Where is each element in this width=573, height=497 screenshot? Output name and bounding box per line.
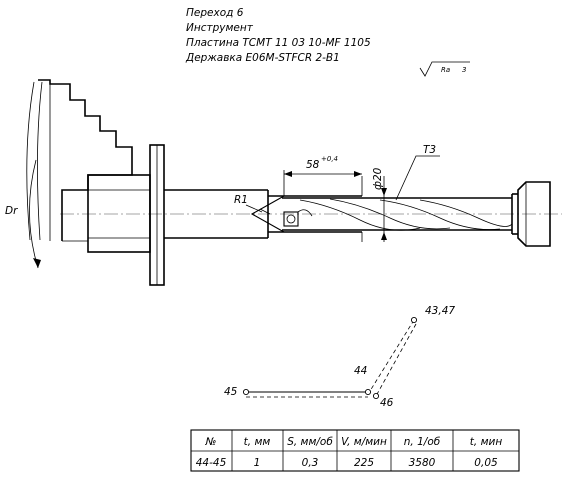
insert [283,211,299,227]
boring-bar [282,193,518,235]
table-header-cell: V, м/мин [341,436,387,448]
table-header-cell: t, мин [470,436,503,448]
dim-arrow-left-icon [284,171,292,177]
bore-cone [250,195,285,233]
point-a-marker [410,316,418,324]
table-border [190,429,520,472]
roughness-prefix: Ra [441,66,450,74]
cone-detail [259,208,271,215]
chuck-curve-outer [26,81,35,241]
table-header-cell: № [205,436,217,448]
surface-leader [395,155,440,201]
length-value: 58 [306,159,320,171]
chuck-curve-inner [37,81,43,241]
roughness-check-icon [419,61,470,77]
point-c-label: 45 [224,386,238,398]
chuck-body [87,174,151,253]
header-line-3: Пластина TCMT 11 03 10-MF 1105 [186,37,371,49]
rotation-arrow-icon [33,258,41,268]
chuck-jaw-outline [38,79,133,241]
dia-arrow-top-icon [381,188,387,196]
insert-screw-icon [286,214,296,224]
roughness-symbol: Ra 3 [419,61,470,77]
rotation-indicator: Dr [5,159,41,269]
point-d-label: 46 [380,397,394,409]
flange [149,144,165,286]
rotation-arc [29,159,39,269]
table-cell: 3580 [409,457,436,469]
tool-holder [517,181,551,247]
roughness-value: 3 [462,66,466,74]
point-b-marker [364,388,372,396]
header-line-1: Переход 6 [186,7,244,19]
length-tolerance: +0,4 [321,155,338,163]
length-dimension: 58 +0,4 [283,155,362,196]
flute-2 [329,198,451,230]
radius-label: R1 [234,194,248,206]
dia-arrow-bottom-icon [381,232,387,240]
surface-label: T3 [423,144,436,156]
path-rapid-1 [369,319,415,392]
table-cell: 0,3 [302,457,319,469]
point-d-marker [372,392,380,400]
table-header-cell: t, мм [244,436,271,448]
table-cell: 44-45 [196,457,227,469]
table-cell: 1 [254,457,261,469]
point-a-label: 43,47 [425,305,455,317]
table-cell: 0,05 [474,457,498,469]
table-header-cell: S, мм/об [287,436,333,448]
dim-arrow-right-icon [354,171,362,177]
table-cell: 225 [354,457,374,469]
toolpath: 43,47 44 45 46 [224,305,455,409]
flute-4 [419,199,513,227]
insert-seat [297,209,313,217]
radius-leader [245,204,263,213]
chuck [26,79,151,253]
header-block: Переход 6 Инструмент Пластина TCMT 11 03… [185,7,371,64]
diameter-label: ф20 [372,167,384,190]
point-c-marker [242,388,250,396]
table-header-cell: n, 1/об [404,436,441,448]
point-b-label: 44 [354,365,367,377]
header-line-2: Инструмент [186,22,254,34]
parameters-table: № t, мм S, мм/об V, м/мин n, 1/об t, мин… [190,429,520,472]
workpiece [164,176,363,242]
flute-3 [379,199,501,230]
flute-1 [299,199,421,231]
path-rapid-2 [375,323,417,397]
diameter-dimension: ф20 [372,167,387,242]
rotation-label: Dr [5,205,18,217]
header-line-4: Державка E06M-STFCR 2-B1 [185,52,340,64]
